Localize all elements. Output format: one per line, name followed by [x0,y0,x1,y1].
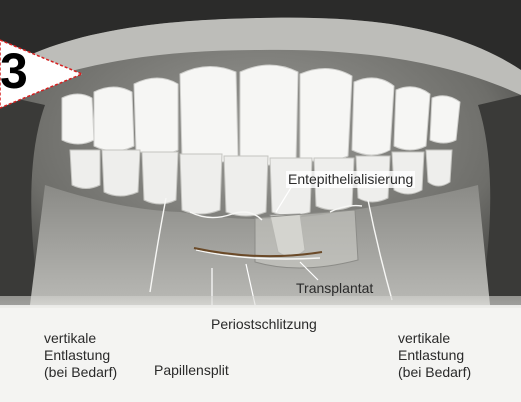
label-transplantat: Transplantat [294,280,375,297]
label-periostschlitzung: Periostschlitzung [209,316,319,333]
label-vertikale-left-line1: vertikale [42,330,119,347]
label-vertikale-left-line3: (bei Bedarf) [42,364,119,381]
figure-number: 3 [0,45,30,97]
label-vertikale-left: vertikale Entlastung (bei Bedarf) [42,330,119,381]
label-vertikale-right-line1: vertikale [396,330,473,347]
label-vertikale-right-line2: Entlastung [396,347,473,364]
label-vertikale-right: vertikale Entlastung (bei Bedarf) [396,330,473,381]
label-papillensplit: Papillensplit [152,362,231,379]
label-entepithelialisierung: Entepithelialisierung [286,171,415,188]
label-vertikale-right-line3: (bei Bedarf) [396,364,473,381]
label-vertikale-left-line2: Entlastung [42,347,119,364]
lower-lip [0,296,521,308]
